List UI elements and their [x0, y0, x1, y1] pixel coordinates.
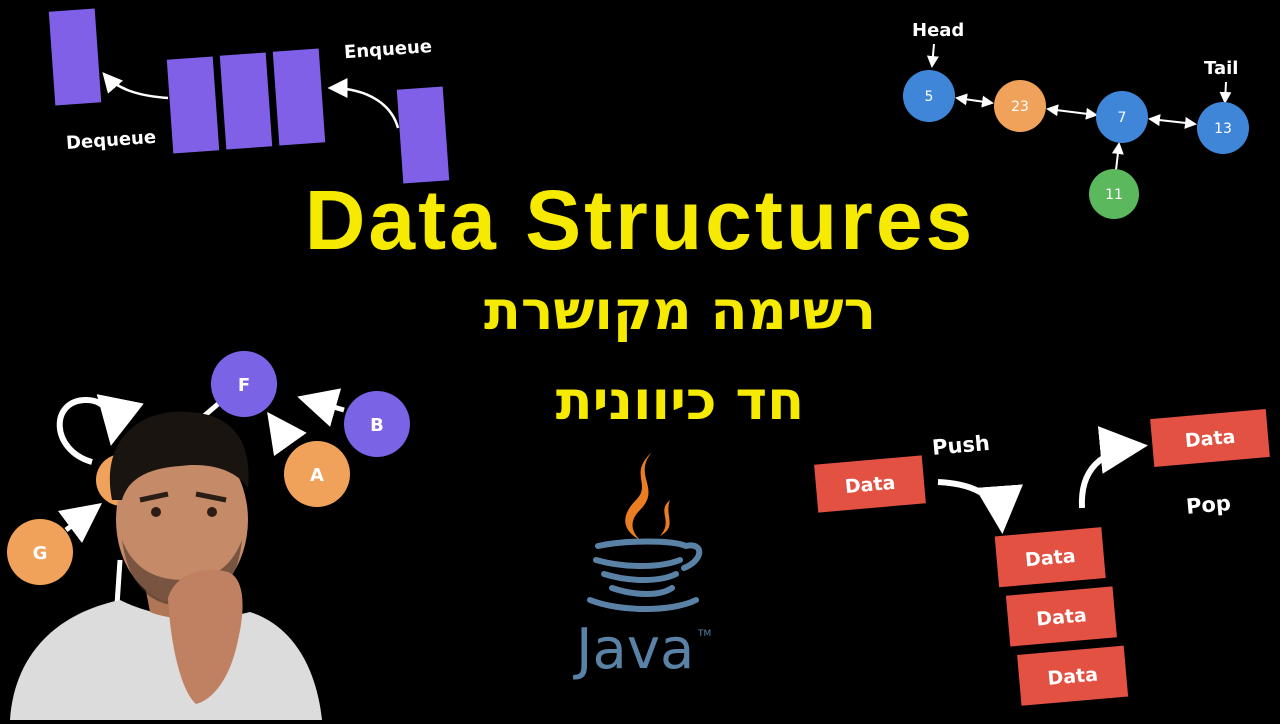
presenter-eye-left [151, 507, 161, 517]
queue-diagram: Enqueue Dequeue [48, 8, 450, 184]
link-11-7 [1111, 142, 1124, 171]
list-node-7-value: 7 [1118, 110, 1127, 126]
stack-item-1-label: Data [1024, 545, 1076, 571]
dequeue-label: Dequeue [65, 127, 156, 154]
stack-item-2-label: Data [1035, 604, 1087, 630]
dequeue-arrow [102, 72, 169, 100]
list-node-13 [1197, 102, 1249, 154]
pop-arrow [1078, 426, 1148, 509]
stack-item-1 [991, 523, 1109, 591]
link-5-23 [955, 93, 994, 108]
presenter-shirt [10, 600, 322, 720]
subtitle-line-2: חד כיוונית [555, 369, 805, 432]
list-node-11 [1089, 169, 1139, 219]
java-wordmark: Java [573, 617, 694, 682]
subtitle-line-1: רשימה מקושרת [483, 279, 877, 342]
head-pointer-arrow [926, 43, 939, 68]
enqueue-arrow [327, 78, 400, 129]
stack-item-3 [1013, 642, 1132, 710]
push-arrow [937, 479, 1023, 534]
push-data-label: Data [844, 472, 896, 498]
list-node-5-value: 5 [925, 89, 934, 105]
pop-data-box [1150, 409, 1270, 467]
queue-dequeued-box [48, 8, 102, 106]
tail-pointer-arrow [1219, 81, 1232, 104]
queue-box-2 [219, 52, 273, 150]
java-steam-icon-2 [660, 500, 670, 536]
tail-label: Tail [1204, 58, 1238, 79]
java-steam-icon [625, 452, 652, 540]
edge-g-up [58, 503, 102, 543]
list-node-11-value: 11 [1105, 187, 1123, 203]
self-loop-arrow [56, 394, 144, 465]
java-logo: Java TM [573, 452, 711, 682]
presenter-photo [10, 411, 322, 720]
push-label: Push [931, 431, 991, 460]
page-title: Data Structures [304, 173, 976, 267]
link-7-13 [1148, 114, 1197, 129]
graph-node-a [284, 441, 350, 507]
presenter-eye-right [207, 507, 217, 517]
stack-diagram: Data Data Data Data Data Push Pop [814, 409, 1270, 710]
graph-node-f [211, 351, 277, 417]
linked-list-diagram: Head Tail 5 23 7 13 11 [903, 20, 1249, 219]
list-node-13-value: 13 [1214, 121, 1232, 137]
list-node-7 [1096, 91, 1148, 143]
head-label: Head [912, 20, 964, 41]
list-node-23 [994, 80, 1046, 132]
pop-label: Pop [1185, 491, 1232, 519]
stack-item-2 [1002, 583, 1121, 650]
graph-node-a-label: A [310, 465, 324, 486]
presenter-face [116, 436, 248, 604]
presenter-brows [139, 491, 227, 503]
edge-b-f [297, 388, 345, 427]
presenter-hair [109, 411, 249, 500]
graph-node-f-label: F [238, 375, 250, 396]
graph-node-b-label: B [370, 415, 384, 436]
java-cup-icon [587, 538, 703, 612]
stack-item-3-label: Data [1047, 664, 1099, 690]
pop-data-label: Data [1184, 426, 1236, 452]
push-data-box [814, 455, 926, 513]
list-node-5 [903, 70, 955, 122]
graph-node-g [7, 519, 73, 585]
presenter-hand [168, 569, 243, 704]
queue-box-3 [272, 48, 326, 146]
queue-enqueued-box [396, 86, 450, 184]
java-trademark: TM [697, 629, 711, 639]
graph-node-g-label: G [33, 543, 48, 564]
edge-f-left [202, 402, 220, 418]
link-23-7 [1046, 104, 1098, 120]
queue-box-1 [166, 56, 220, 154]
graph-diagram: F B A G [7, 351, 410, 621]
enqueue-label: Enqueue [343, 36, 432, 63]
graph-node-b [344, 391, 410, 457]
edge-a-f [267, 411, 307, 457]
list-node-23-value: 23 [1011, 99, 1029, 115]
